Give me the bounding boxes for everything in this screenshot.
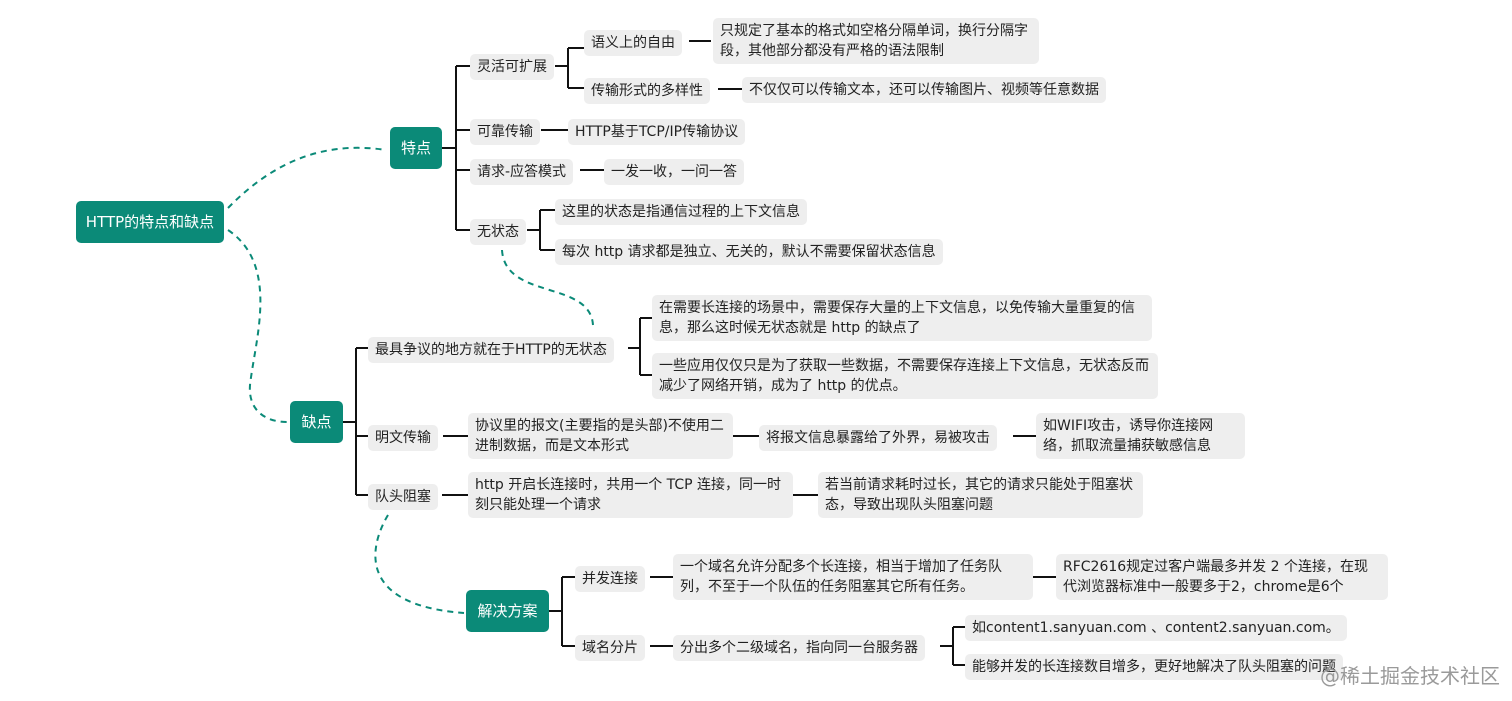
concurrent-connection-note: RFC2616规定过客户端最多并发 2 个连接，在现代浏览器标准中一般要多于2，…	[1056, 554, 1388, 600]
stateless-node: 无状态	[470, 219, 526, 245]
domain-sharding-example-1: 如content1.sanyuan.com 、content2.sanyuan.…	[965, 615, 1347, 641]
concurrent-connection-desc: 一个域名允许分配多个长连接，相当于增加了任务队列，不至于一个队伍的任务阻塞其它所…	[673, 554, 1033, 600]
stateless-issue-desc-2: 一些应用仅仅只是为了获取一些数据，不需要保存连接上下文信息，无状态反而减少了网络…	[652, 353, 1158, 399]
concurrent-connection-node: 并发连接	[575, 566, 645, 592]
domain-sharding-example-2: 能够并发的长连接数目增多，更好地解决了队头阻塞的问题	[965, 654, 1343, 680]
root-node: HTTP的特点和缺点	[76, 201, 224, 243]
transport-diversity-node: 传输形式的多样性	[584, 78, 710, 104]
request-response-node: 请求-应答模式	[470, 159, 574, 185]
stateless-issue-node: 最具争议的地方就在于HTTP的无状态	[368, 337, 614, 363]
plaintext-desc: 协议里的报文(主要指的是头部)不使用二进制数据，而是文本形式	[468, 413, 733, 459]
plaintext-effect: 将报文信息暴露给了外界，易被攻击	[759, 425, 997, 451]
domain-sharding-desc: 分出多个二级域名，指向同一台服务器	[673, 635, 925, 661]
plaintext-example: 如WIFI攻击，诱导你连接网络，抓取流量捕获敏感信息	[1036, 413, 1245, 459]
plaintext-node: 明文传输	[368, 425, 438, 451]
flexible-node: 灵活可扩展	[470, 54, 554, 80]
stateless-desc-1: 这里的状态是指通信过程的上下文信息	[555, 199, 807, 225]
reliable-node: 可靠传输	[470, 119, 540, 145]
semantic-freedom-desc: 只规定了基本的格式如空格分隔单词，换行分隔字段，其他部分都没有严格的语法限制	[713, 18, 1039, 64]
drawbacks-node: 缺点	[290, 401, 343, 443]
transport-diversity-desc: 不仅仅可以传输文本，还可以传输图片、视频等任意数据	[742, 77, 1106, 103]
hol-blocking-effect: 若当前请求耗时过长，其它的请求只能处于阻塞状态，导致出现队头阻塞问题	[818, 472, 1143, 518]
domain-sharding-node: 域名分片	[575, 635, 645, 661]
stateless-desc-2: 每次 http 请求都是独立、无关的，默认不需要保留状态信息	[555, 239, 943, 265]
request-response-desc: 一发一收，一问一答	[604, 159, 744, 185]
hol-blocking-desc: http 开启长连接时，共用一个 TCP 连接，同一时刻只能处理一个请求	[468, 472, 793, 518]
reliable-desc: HTTP基于TCP/IP传输协议	[568, 119, 746, 145]
features-node: 特点	[390, 127, 442, 169]
watermark: @稀土掘金技术社区	[1320, 664, 1500, 688]
stateless-issue-desc-1: 在需要长连接的场景中，需要保存大量的上下文信息，以免传输大量重复的信息，那么这时…	[652, 295, 1152, 341]
hol-blocking-node: 队头阻塞	[368, 484, 438, 510]
solutions-node: 解决方案	[466, 590, 549, 632]
semantic-freedom-node: 语义上的自由	[584, 30, 682, 56]
